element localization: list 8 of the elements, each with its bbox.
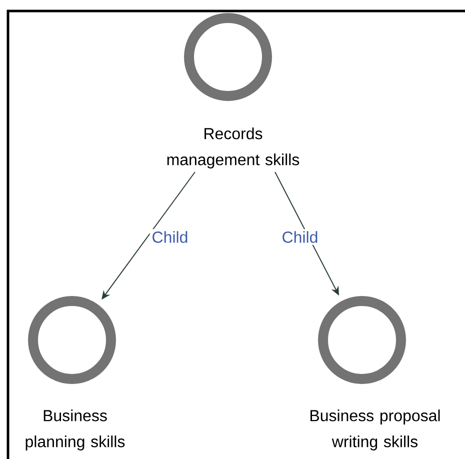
node-label: Business planning skills xyxy=(26,410,125,450)
edge-label: Child xyxy=(150,229,190,245)
node-label: Business proposal writing skills xyxy=(310,410,440,450)
edge-label: Child xyxy=(280,229,320,245)
circle-node: Business proposal writing skills xyxy=(310,296,440,450)
circle-node: Records management skills xyxy=(167,13,300,168)
circle-node: Business planning skills xyxy=(26,296,125,450)
node-label: Records management skills xyxy=(167,128,300,168)
